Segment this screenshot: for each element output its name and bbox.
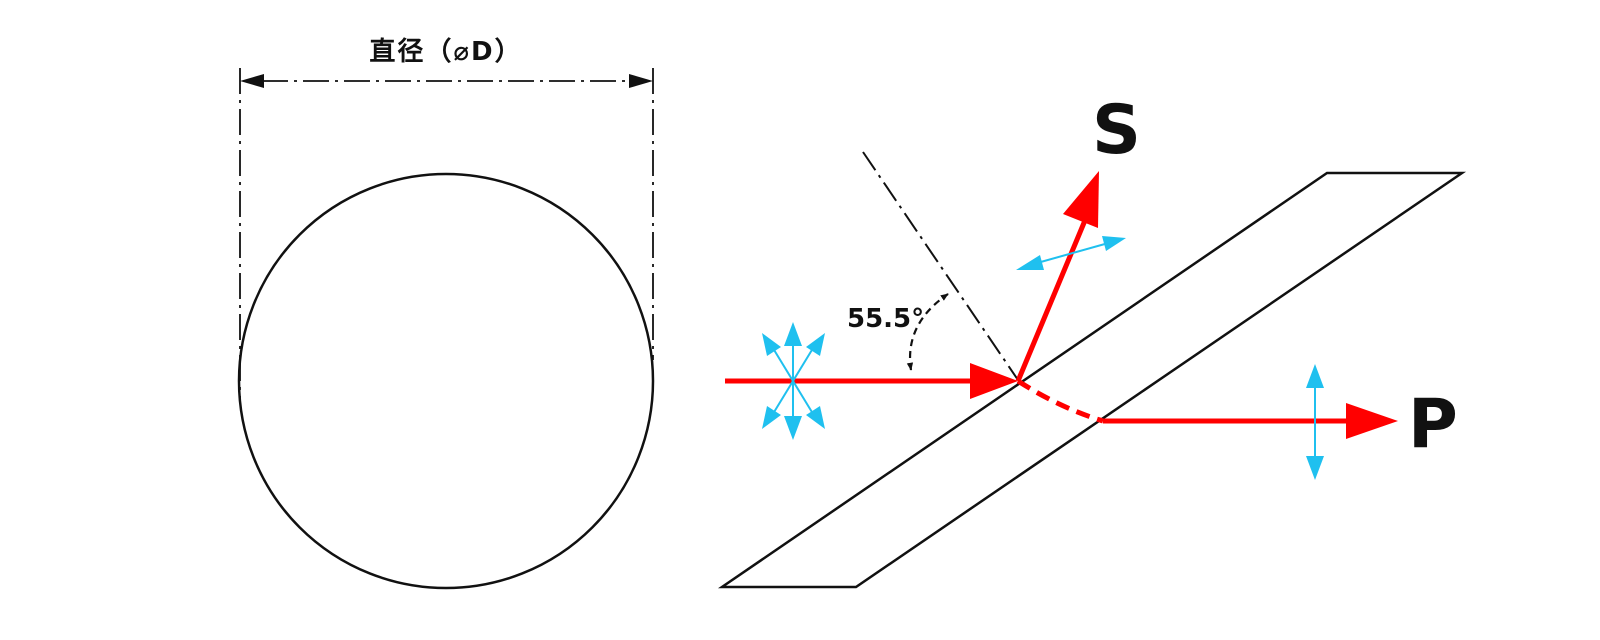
- polarizer-plate: [717, 171, 1467, 589]
- unpolarized-symbol: [762, 322, 825, 440]
- p-polarization-symbol: [1306, 364, 1324, 480]
- dimension-arrow-left: [240, 74, 264, 88]
- diameter-label: 直径（⌀D）: [369, 37, 522, 67]
- diameter-dimension: 直径（⌀D）: [239, 37, 654, 400]
- dimension-arrow-right: [629, 74, 653, 88]
- angle-label: 55.5°: [847, 304, 924, 334]
- refracted-beam-inside: [1016, 378, 1104, 424]
- incident-beam: [725, 363, 1018, 399]
- p-label: P: [1408, 385, 1458, 464]
- optic-circle: [237, 172, 655, 590]
- s-polarization-symbol: [1016, 236, 1126, 270]
- s-label: S: [1092, 91, 1141, 170]
- incident-beam-arrowhead: [970, 363, 1018, 399]
- reflected-s-beam: [1015, 171, 1099, 382]
- transmitted-p-beam: [1103, 403, 1398, 439]
- s-beam-arrowhead: [1063, 171, 1099, 228]
- p-beam-arrowhead: [1346, 403, 1398, 439]
- surface-normal: [862, 151, 1019, 381]
